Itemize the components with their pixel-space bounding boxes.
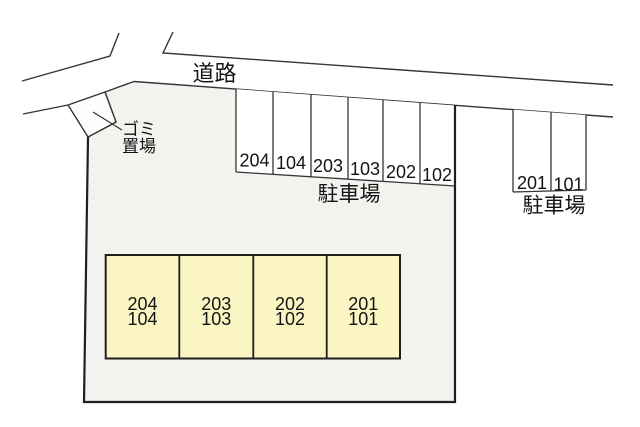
unit-102-label: 102	[275, 309, 305, 329]
parking-space-204-label: 204	[239, 150, 269, 170]
road-left-upper-edge	[21, 32, 120, 82]
unit-103-label: 103	[201, 309, 231, 329]
road-upper-edge	[161, 31, 614, 86]
unit-104-label: 104	[127, 309, 157, 329]
parking-main-line	[235, 171, 456, 187]
garbage-label-line2: 置場	[122, 137, 156, 156]
garbage-pointer-line	[92, 111, 123, 131]
parking-right-line	[512, 189, 587, 193]
road-lower-edge	[133, 80, 614, 118]
unit-101-label: 101	[348, 309, 378, 329]
parking-space-103-label: 103	[350, 159, 380, 179]
parking-main-label: 駐車場	[318, 183, 381, 206]
garbage-label-line1: ゴミ	[122, 119, 156, 139]
parking-space-203-label: 203	[313, 156, 343, 176]
parking-right-label: 駐車場	[523, 195, 586, 218]
unit-202-label: 202	[275, 294, 305, 314]
parking-space-102-label: 102	[422, 165, 452, 185]
unit-204-label: 204	[127, 294, 157, 314]
parking-space-201-label: 201	[517, 173, 547, 193]
unit-203-label: 203	[201, 294, 231, 314]
unit-201-label: 201	[348, 294, 378, 314]
road-left-lower-edge	[22, 104, 69, 115]
parking-main-area	[236, 89, 455, 186]
garbage-area	[66, 91, 117, 138]
lot-border	[82, 105, 457, 404]
parking-right-area	[513, 109, 586, 192]
road-label: 道路	[192, 61, 236, 86]
parking-space-202-label: 202	[386, 162, 416, 182]
parking-space-104-label: 104	[276, 153, 306, 173]
parking-space-101-label: 101	[553, 175, 583, 195]
